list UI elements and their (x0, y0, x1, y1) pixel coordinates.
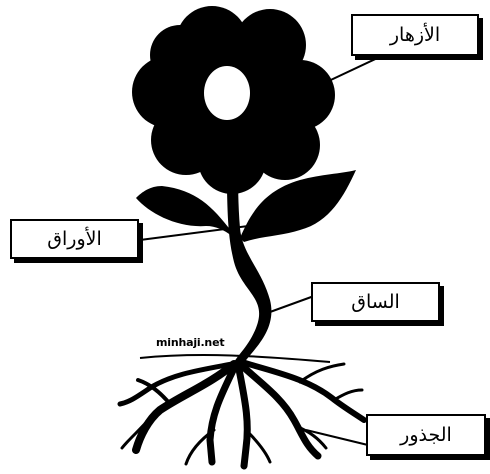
leader-stem (270, 296, 314, 312)
watermark-text: minhaji.net (156, 336, 224, 349)
leaves-label: الأوراق (10, 219, 139, 259)
roots (120, 362, 364, 466)
flowers-label: الأزهار (351, 14, 479, 56)
stem (226, 160, 271, 366)
stem-label: الساق (311, 282, 440, 322)
leader-flowers (318, 54, 386, 86)
left-leaf (136, 186, 232, 236)
roots-label: الجذور (366, 414, 486, 456)
flower-center (204, 66, 250, 120)
